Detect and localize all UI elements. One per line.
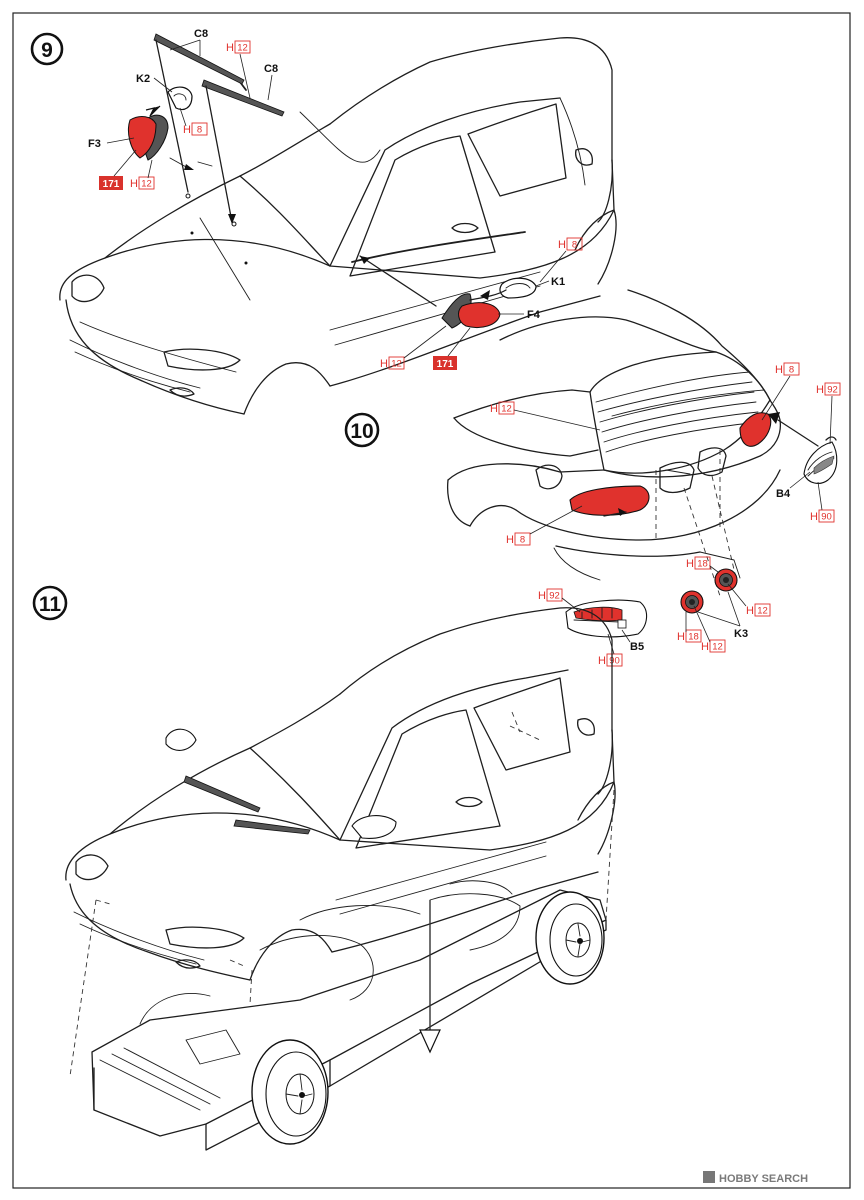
- exhaust-ring-right: [714, 568, 738, 592]
- svg-text:8: 8: [789, 365, 794, 376]
- svg-text:H: H: [686, 558, 694, 570]
- assembly-arrow: [69, 789, 615, 1077]
- paint-code-taillight-right: H 8: [775, 362, 800, 376]
- decal-171-step9-right: 171: [433, 356, 457, 370]
- step-10: 10: [344, 289, 841, 667]
- part-label-c8-right: C8: [264, 63, 278, 75]
- wiper-c8-right: [201, 79, 285, 224]
- paint-code-mirror-f4: H 12: [380, 356, 405, 370]
- mirror-f4: [441, 289, 507, 329]
- step-11: 11: [32, 585, 616, 1151]
- svg-text:12: 12: [237, 43, 248, 54]
- watermark: HOBBY SEARCH: [703, 1171, 808, 1185]
- part-label-c8: C8: [194, 28, 208, 40]
- paint-code-lens-b5-bottom: H 90: [598, 653, 623, 667]
- svg-text:H: H: [380, 358, 388, 370]
- part-label-f4: F4: [527, 309, 541, 321]
- svg-text:8: 8: [572, 240, 577, 251]
- step-10-car-rear: [446, 289, 782, 597]
- svg-text:171: 171: [437, 359, 454, 370]
- taillight-right: [739, 412, 819, 447]
- svg-text:H: H: [183, 124, 191, 136]
- svg-text:92: 92: [549, 591, 560, 602]
- step-10-number: 10: [350, 420, 373, 443]
- paint-code-lens-b5-top: H 92: [538, 588, 563, 602]
- mirror-f3: [127, 105, 213, 170]
- step-9: 9: [30, 28, 617, 415]
- lens-b5: [565, 599, 648, 638]
- part-label-b5: B5: [630, 641, 644, 653]
- part-label-b4: B4: [776, 488, 791, 500]
- svg-text:H: H: [598, 655, 606, 667]
- part-label-k2: K2: [136, 73, 150, 85]
- svg-text:92: 92: [827, 385, 838, 396]
- taillight-left: [569, 485, 650, 517]
- svg-text:H: H: [746, 605, 754, 617]
- svg-text:H: H: [701, 641, 709, 653]
- svg-text:12: 12: [141, 179, 152, 190]
- part-label-k1: K1: [551, 276, 565, 288]
- step-11-car-body: [65, 607, 616, 981]
- part-label-f3: F3: [88, 138, 101, 150]
- svg-text:H: H: [226, 42, 234, 54]
- svg-text:12: 12: [391, 359, 402, 370]
- svg-text:HOBBY SEARCH: HOBBY SEARCH: [719, 1173, 808, 1185]
- paint-code-wiper-c8: H 12: [226, 40, 251, 54]
- svg-text:8: 8: [520, 535, 525, 546]
- svg-text:H: H: [506, 534, 514, 546]
- step-11-chassis: [91, 880, 607, 1151]
- step-11-number: 11: [39, 593, 62, 616]
- svg-text:90: 90: [609, 656, 620, 667]
- svg-text:H: H: [816, 384, 824, 396]
- step-9-number: 9: [41, 39, 53, 62]
- svg-text:H: H: [677, 631, 685, 643]
- step-10-badge: 10: [344, 412, 380, 448]
- svg-text:18: 18: [688, 632, 699, 643]
- paint-code-lens-b4-bottom: H 90: [810, 509, 835, 523]
- svg-text:H: H: [538, 590, 546, 602]
- paint-code-exhaust-outer-2: H 18: [677, 629, 702, 643]
- paint-code-exhaust-inner-1: H 12: [746, 603, 771, 617]
- paint-code-taillight-left: H 8: [506, 532, 531, 546]
- paint-code-mirror-f3: H 12: [130, 176, 155, 190]
- part-label-k3: K3: [734, 628, 748, 640]
- svg-text:12: 12: [501, 404, 512, 415]
- svg-text:8: 8: [197, 125, 202, 136]
- svg-text:H: H: [558, 239, 566, 251]
- paint-code-lens-b4-top: H 92: [816, 382, 841, 396]
- page-frame: [12, 12, 851, 1189]
- svg-text:12: 12: [757, 606, 768, 617]
- svg-text:171: 171: [103, 179, 120, 190]
- step-9-car-body: [59, 37, 617, 415]
- svg-text:12: 12: [712, 642, 723, 653]
- svg-text:H: H: [810, 511, 818, 523]
- lens-b4: [803, 436, 838, 484]
- paint-code-mirror-k2: H 8: [183, 122, 208, 136]
- paint-code-exhaust-inner-2: H 12: [701, 639, 726, 653]
- step-9-badge: 9: [30, 32, 64, 66]
- decal-171-step9: 171: [99, 176, 123, 190]
- paint-code-mirror-k1: H 8: [558, 237, 583, 251]
- wiper-c8-left: [153, 33, 247, 193]
- exhaust-ring-left: [680, 590, 704, 614]
- svg-text:H: H: [490, 403, 498, 415]
- paint-code-exhaust-outer-1: H 18: [686, 556, 711, 570]
- svg-text:H: H: [130, 178, 138, 190]
- paint-code-window-rear: H 12: [490, 401, 515, 415]
- svg-text:90: 90: [821, 512, 832, 523]
- step-11-badge: 11: [32, 585, 68, 621]
- mirror-k1: [499, 277, 537, 299]
- svg-text:18: 18: [697, 559, 708, 570]
- svg-text:H: H: [775, 364, 783, 376]
- mirror-k2: [167, 86, 193, 111]
